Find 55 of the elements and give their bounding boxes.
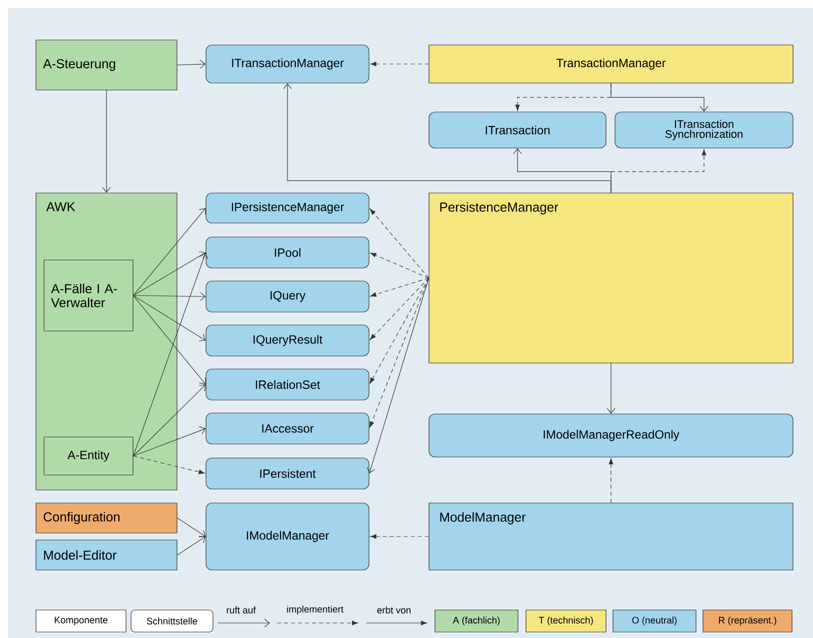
interface-box: IModelManager — [206, 502, 370, 570]
arrow — [133, 426, 206, 456]
interface-box: IPool — [206, 236, 370, 268]
arrow — [133, 208, 206, 296]
component-box: Model-Editor — [36, 540, 178, 570]
component-box: A-Entity — [44, 436, 134, 476]
component-box: A-Steuerung — [36, 40, 178, 90]
component-box: Configuration — [36, 502, 178, 534]
interface-box: IAccessor — [206, 412, 370, 444]
arrow — [366, 278, 429, 474]
arrow — [610, 83, 708, 112]
interface-box: IModelManagerReadOnly — [428, 414, 794, 458]
arrow — [370, 278, 429, 384]
arrow — [177, 536, 206, 556]
arrow — [370, 278, 429, 340]
component-box: ModelManager — [428, 502, 794, 570]
arrow — [133, 384, 206, 456]
interface-box: IPersistent — [206, 458, 370, 490]
arrow — [177, 518, 206, 538]
arrow — [370, 278, 429, 297]
legend-item: Schnittstelle — [130, 610, 214, 632]
arrow — [370, 252, 429, 278]
interface-box: IQuery — [206, 280, 370, 312]
arrow — [606, 363, 616, 414]
arrow — [177, 60, 206, 68]
component-box: TransactionManager — [428, 44, 794, 84]
arrow — [133, 292, 206, 301]
interface-box: IRelationSet — [206, 368, 370, 400]
legend-item: ruft auf — [218, 606, 270, 628]
arrow — [102, 90, 111, 193]
arrow — [133, 295, 206, 342]
legend-item: implementiert — [276, 606, 358, 626]
arrow — [369, 278, 429, 428]
arrow — [133, 295, 206, 384]
arrow — [370, 534, 429, 539]
arrow — [370, 208, 429, 278]
legend-item: O (neutral) — [612, 610, 696, 632]
legend-item: T (technisch) — [526, 610, 606, 632]
arrow — [370, 62, 429, 66]
interface-box: ITransaction — [428, 112, 606, 148]
interface-box: ITransactionManager — [206, 44, 370, 84]
interface-box: ITransaction Synchronization — [614, 112, 794, 148]
arrow — [133, 252, 206, 296]
legend-item: erbt von — [366, 606, 428, 626]
legend-item: Komponente — [36, 610, 126, 632]
component-box: PersistenceManager — [428, 192, 794, 364]
legend-item: A (fachlich) — [434, 610, 518, 632]
arrow — [610, 149, 706, 193]
component-box: A-Fälle I A-Verwalter — [44, 260, 134, 332]
interface-box: IQueryResult — [206, 324, 370, 356]
arrow — [608, 458, 614, 503]
arrow — [133, 456, 205, 474]
interface-box: IPersistenceManager — [206, 192, 370, 224]
arrow — [133, 252, 208, 456]
legend-item: R (repräsent.) — [702, 610, 792, 632]
